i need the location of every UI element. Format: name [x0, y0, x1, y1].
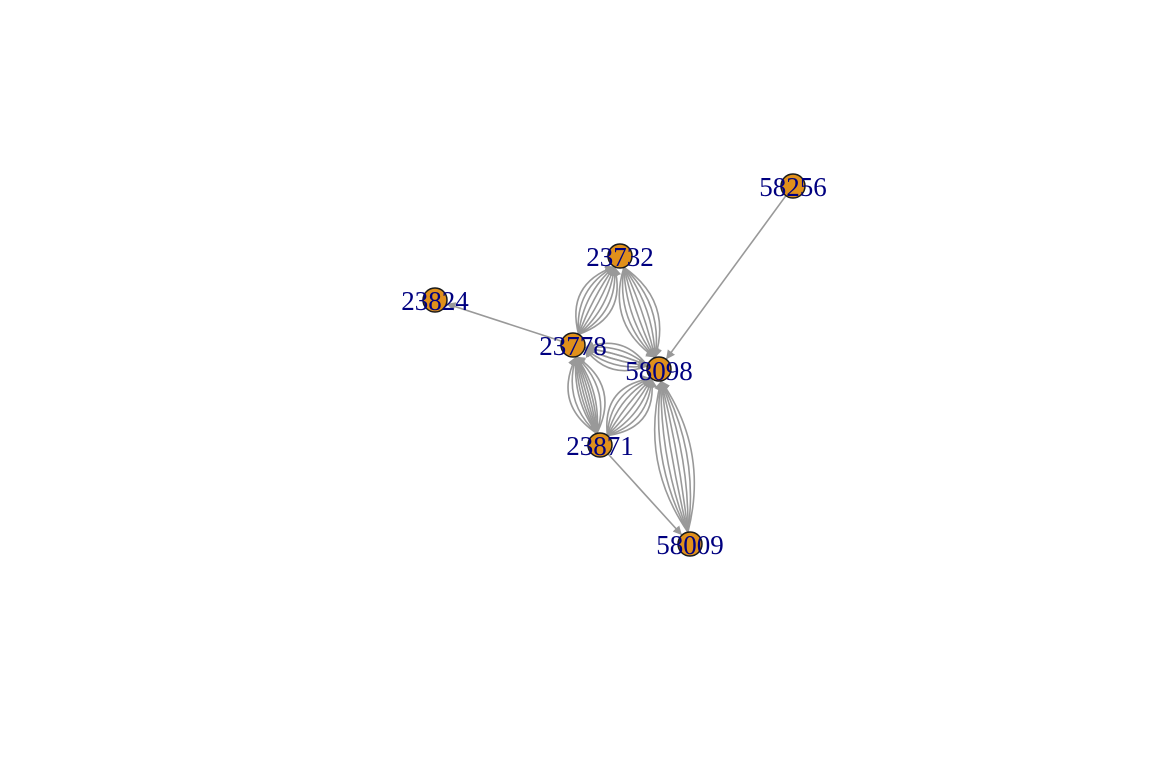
node-58256	[780, 173, 806, 199]
edge-58009-58098	[657, 380, 689, 533]
node-label-23871: 23871	[566, 431, 634, 461]
node-layer	[422, 173, 806, 557]
edge-23778-23732	[578, 266, 618, 335]
edge-23871-58098	[607, 378, 658, 437]
edge-23778-23732	[577, 266, 616, 335]
node-label-23732: 23732	[586, 242, 654, 272]
edge-23732-58098	[623, 266, 661, 358]
edge-23778-23871	[575, 356, 598, 434]
edge-23871-23778	[575, 355, 606, 434]
edge-58009-58098	[653, 380, 689, 533]
edge-58009-58098	[658, 380, 689, 533]
node-58009	[677, 531, 703, 557]
edge-58098-23778	[584, 340, 649, 367]
edge-layer	[446, 195, 787, 536]
edge-58256-58098	[665, 195, 787, 360]
node-58098	[646, 356, 672, 382]
label-layer: 58256 23732 23824 23778 58098 23871 5800…	[401, 172, 827, 560]
node-label-58009: 58009	[656, 530, 724, 560]
edge-23778-23732	[578, 266, 622, 336]
node-23871	[587, 432, 613, 458]
node-23732	[607, 243, 633, 269]
edge-23732-58098	[618, 267, 656, 359]
edge-58009-58098	[660, 380, 696, 533]
node-23824	[422, 287, 448, 313]
node-23778	[560, 332, 586, 358]
edge-23778-23824	[446, 302, 562, 343]
edge-23778-23732	[577, 266, 616, 335]
node-label-58098: 58098	[625, 356, 693, 386]
edge-23778-23732	[577, 265, 615, 335]
edge-23871-58009	[607, 453, 683, 536]
edge-58009-58098	[660, 380, 692, 533]
edge-23778-23732	[575, 265, 615, 335]
node-label-58256: 58256	[759, 172, 827, 202]
edge-58009-58098	[660, 380, 689, 533]
edge-23732-58098	[623, 266, 663, 358]
node-label-23824: 23824	[401, 286, 469, 316]
edge-23778-23732	[577, 266, 615, 335]
edge-58009-58098	[656, 380, 689, 533]
edge-58009-58098	[655, 380, 689, 533]
node-label-23778: 23778	[539, 331, 607, 361]
edge-23778-23732	[578, 266, 620, 336]
